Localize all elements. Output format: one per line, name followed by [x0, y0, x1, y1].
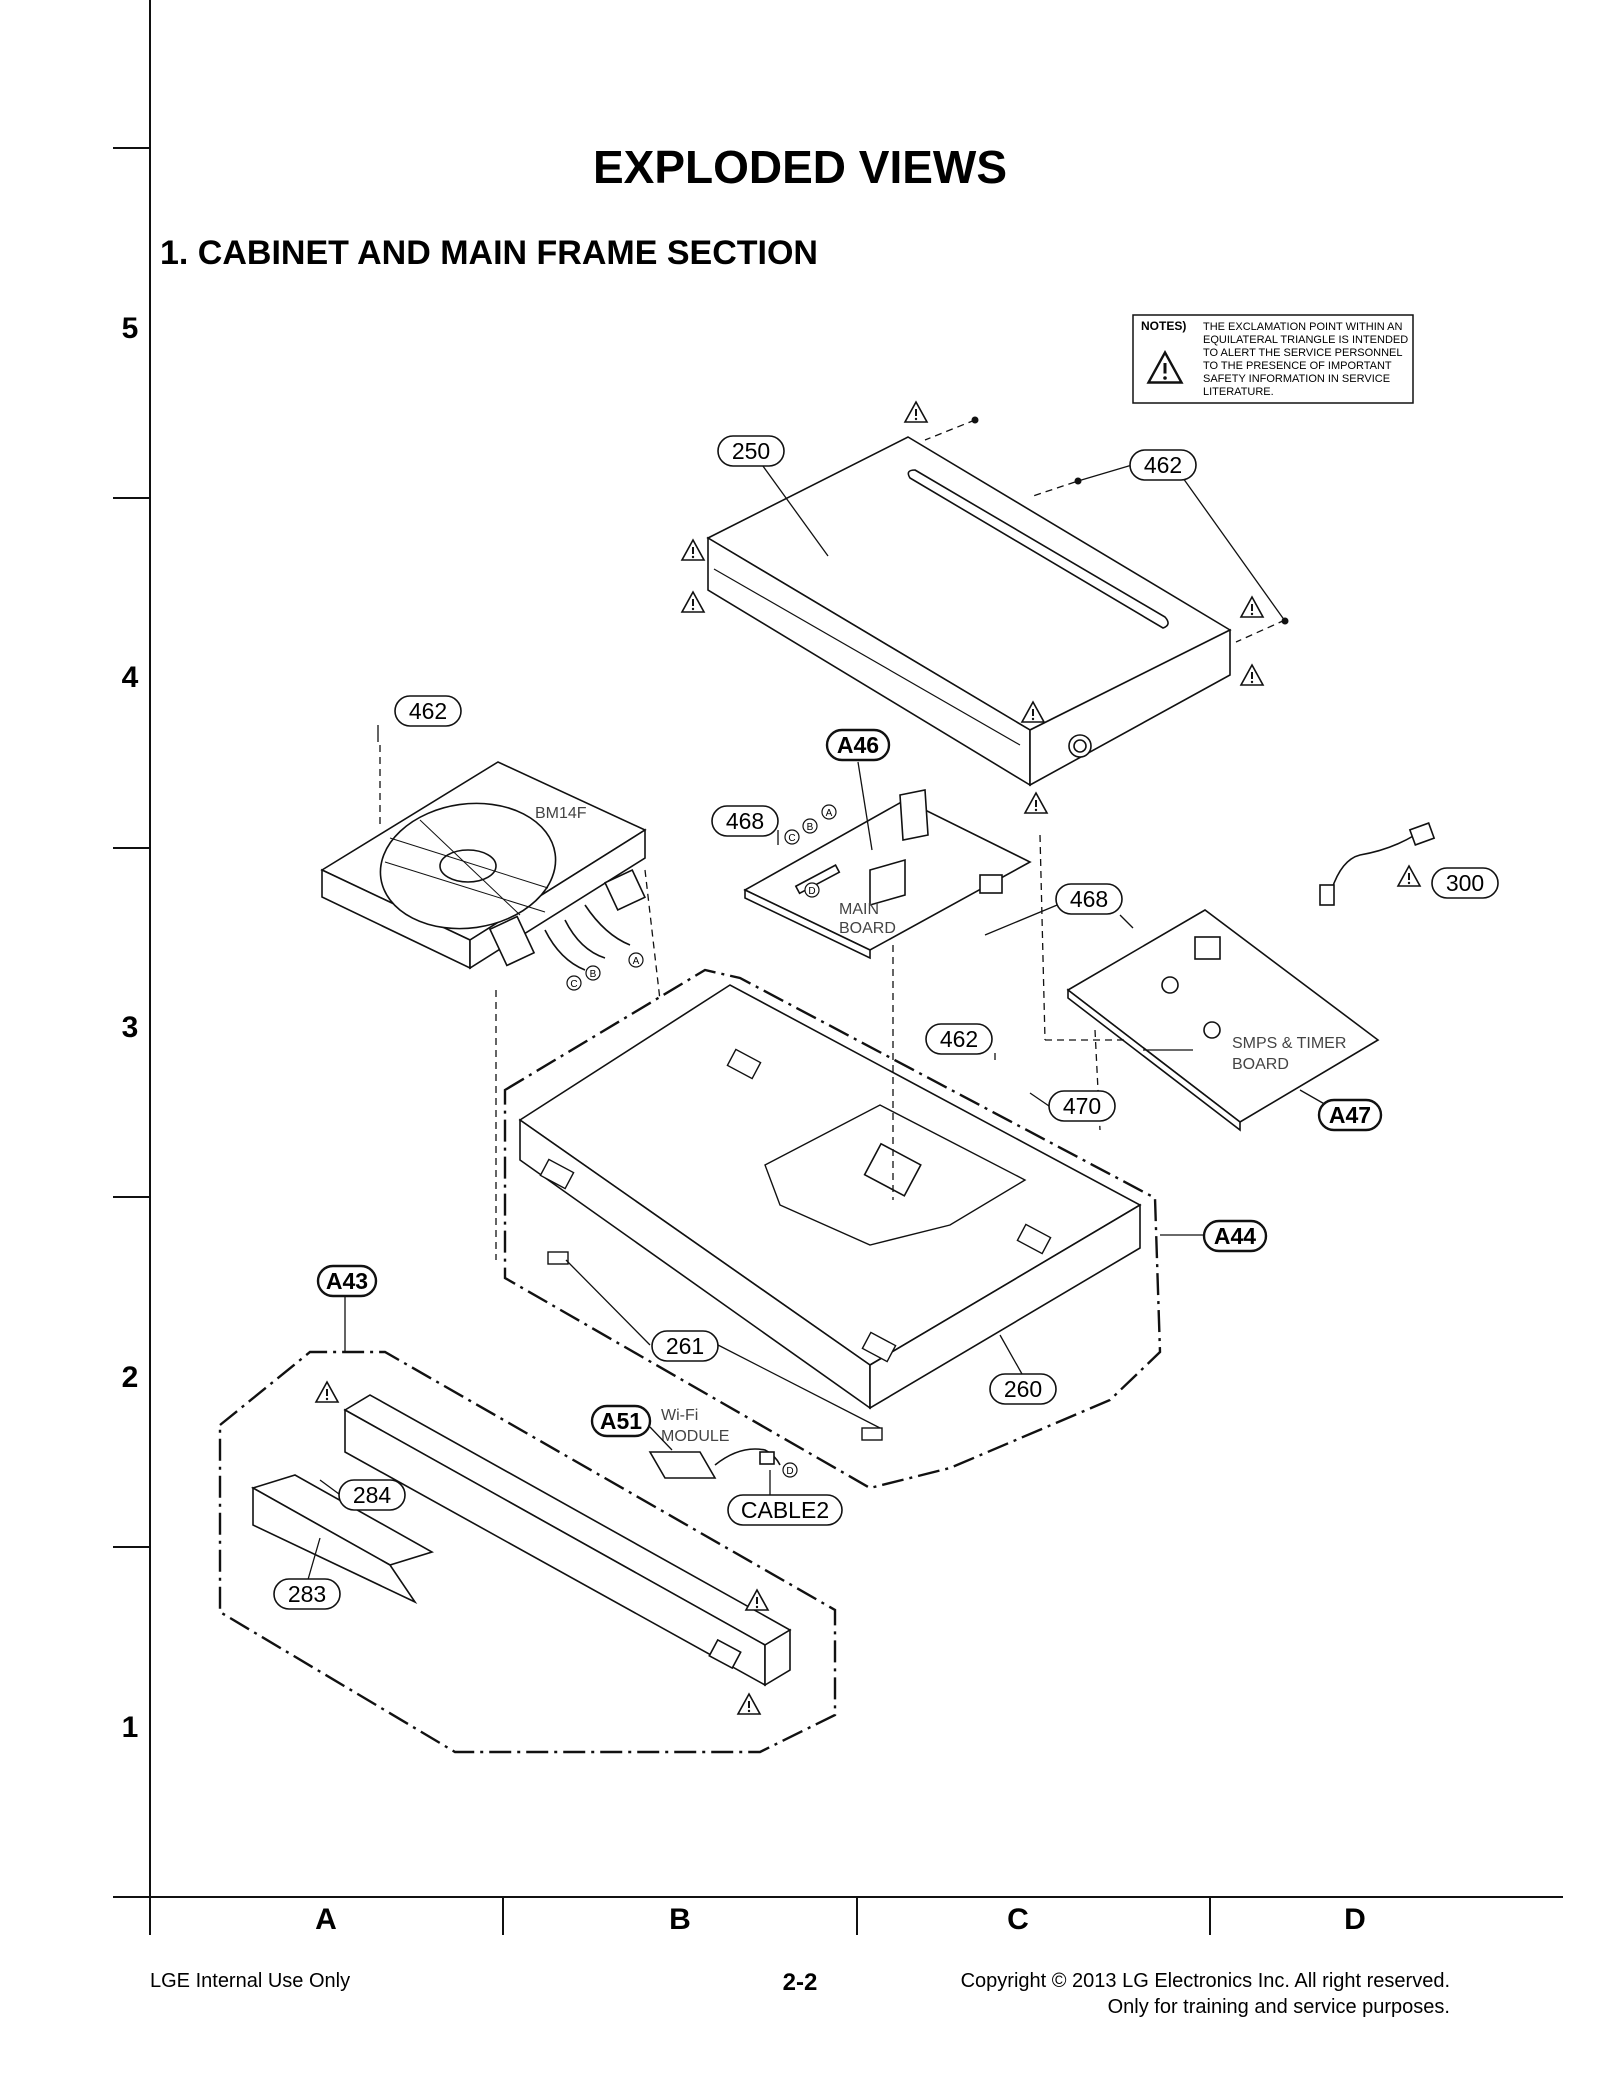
smps-board [1066, 909, 1380, 1132]
column-label-c: C [1007, 1903, 1029, 1936]
main-frame [518, 984, 1142, 1410]
warning-triangle-icon [737, 1693, 761, 1715]
screw-dot [971, 416, 979, 424]
cover-screw-dashes [924, 419, 1286, 643]
front-door [250, 1474, 435, 1604]
warning-triangle-icon [745, 1589, 769, 1611]
callout-a43: A43 [326, 1268, 368, 1294]
column-label-d: D [1344, 1903, 1366, 1936]
wifi-label-1: Wi-Fi [661, 1407, 698, 1424]
notes-box: NOTES) THE EXCLAMATION POINT WITHIN AN E… [1132, 314, 1414, 404]
warning-triangle-icon [1397, 865, 1421, 887]
front-assembly-boundary [218, 1350, 837, 1754]
row-label-3: 3 [122, 1011, 139, 1044]
main-board-label-1: MAIN [839, 901, 879, 918]
footer-internal-use: LGE Internal Use Only [150, 1970, 350, 1992]
page-title: EXPLODED VIEWS [593, 141, 1007, 193]
notes-line: LITERATURE. [1203, 386, 1274, 398]
footer-copyright-line-2: Only for training and service purposes. [1108, 1996, 1450, 2018]
callout-462: 462 [940, 1026, 978, 1052]
page-frame [113, 0, 1563, 1935]
notes-line: TO THE PRESENCE OF IMPORTANT [1203, 360, 1392, 372]
callout-283: 283 [288, 1581, 326, 1607]
footer-page-number: 2-2 [783, 1969, 818, 1996]
callout-a47: A47 [1329, 1102, 1371, 1128]
connector-markers [566, 804, 837, 1478]
callout-468: 468 [726, 808, 764, 834]
disc-loader [320, 761, 647, 971]
leader-lines [306, 461, 1343, 1584]
notes-line: SAFETY INFORMATION IN SERVICE [1203, 373, 1390, 385]
warning-triangle-icon [681, 591, 705, 613]
connector-letter: B [807, 822, 814, 833]
smps-board-label-1: SMPS & TIMER [1232, 1035, 1346, 1052]
connector-letter: C [570, 979, 577, 990]
row-label-1: 1 [122, 1711, 139, 1744]
connector-letter: C [788, 833, 795, 844]
loader-label: BM14F [535, 805, 587, 822]
frame-feet [539, 1048, 1052, 1441]
callout-462: 462 [1144, 452, 1182, 478]
callout-470: 470 [1063, 1093, 1101, 1119]
callout-a51: A51 [600, 1408, 642, 1434]
row-label-5: 5 [122, 312, 139, 345]
column-label-a: A [315, 1903, 337, 1936]
callout-a44: A44 [1214, 1223, 1256, 1249]
notes-line: TO ALERT THE SERVICE PERSONNEL [1203, 347, 1403, 359]
callout-462: 462 [409, 698, 447, 724]
warning-triangle-icon [1240, 596, 1264, 618]
row-label-2: 2 [122, 1361, 139, 1394]
warning-triangle-icon [1240, 664, 1264, 686]
smps-board-label-2: BOARD [1232, 1056, 1289, 1073]
warning-triangle-icon [315, 1381, 339, 1403]
connector-letter: D [808, 886, 815, 897]
callout-300: 300 [1446, 870, 1484, 896]
connector-letter: B [590, 969, 597, 980]
column-label-b: B [669, 1903, 691, 1936]
callout-cable2: CABLE2 [741, 1497, 829, 1523]
top-cover [706, 436, 1232, 787]
power-cord [1319, 822, 1436, 906]
row-label-4: 4 [122, 661, 139, 694]
footer-copyright-line-1: Copyright © 2013 LG Electronics Inc. All… [961, 1970, 1450, 1992]
warning-triangle-icon [681, 539, 705, 561]
callout-bubbles [273, 435, 1499, 1610]
callout-260: 260 [1004, 1376, 1042, 1402]
callout-261: 261 [666, 1333, 704, 1359]
section-title: 1. CABINET AND MAIN FRAME SECTION [160, 234, 818, 272]
frame-assembly-boundary [503, 968, 1162, 1490]
connector-letter: A [826, 808, 833, 819]
notes-heading: NOTES) [1141, 319, 1186, 333]
callout-468: 468 [1070, 886, 1108, 912]
wifi-module [648, 1448, 781, 1479]
wifi-label-2: MODULE [661, 1428, 729, 1445]
callout-284: 284 [353, 1482, 392, 1508]
connector-letter: A [633, 956, 640, 967]
notes-line: THE EXCLAMATION POINT WITHIN AN [1203, 321, 1403, 333]
notes-line: EQUILATERAL TRIANGLE IS INTENDED [1203, 334, 1408, 346]
main-board-label-2: BOARD [839, 920, 896, 937]
front-panel [343, 1394, 792, 1687]
callout-250: 250 [732, 438, 770, 464]
connector-letter: D [786, 1466, 793, 1477]
warning-triangle-icon [1024, 792, 1048, 814]
alignment-dashes [379, 745, 1125, 1260]
callout-a46: A46 [837, 732, 879, 758]
warning-triangle-icon [904, 401, 928, 423]
